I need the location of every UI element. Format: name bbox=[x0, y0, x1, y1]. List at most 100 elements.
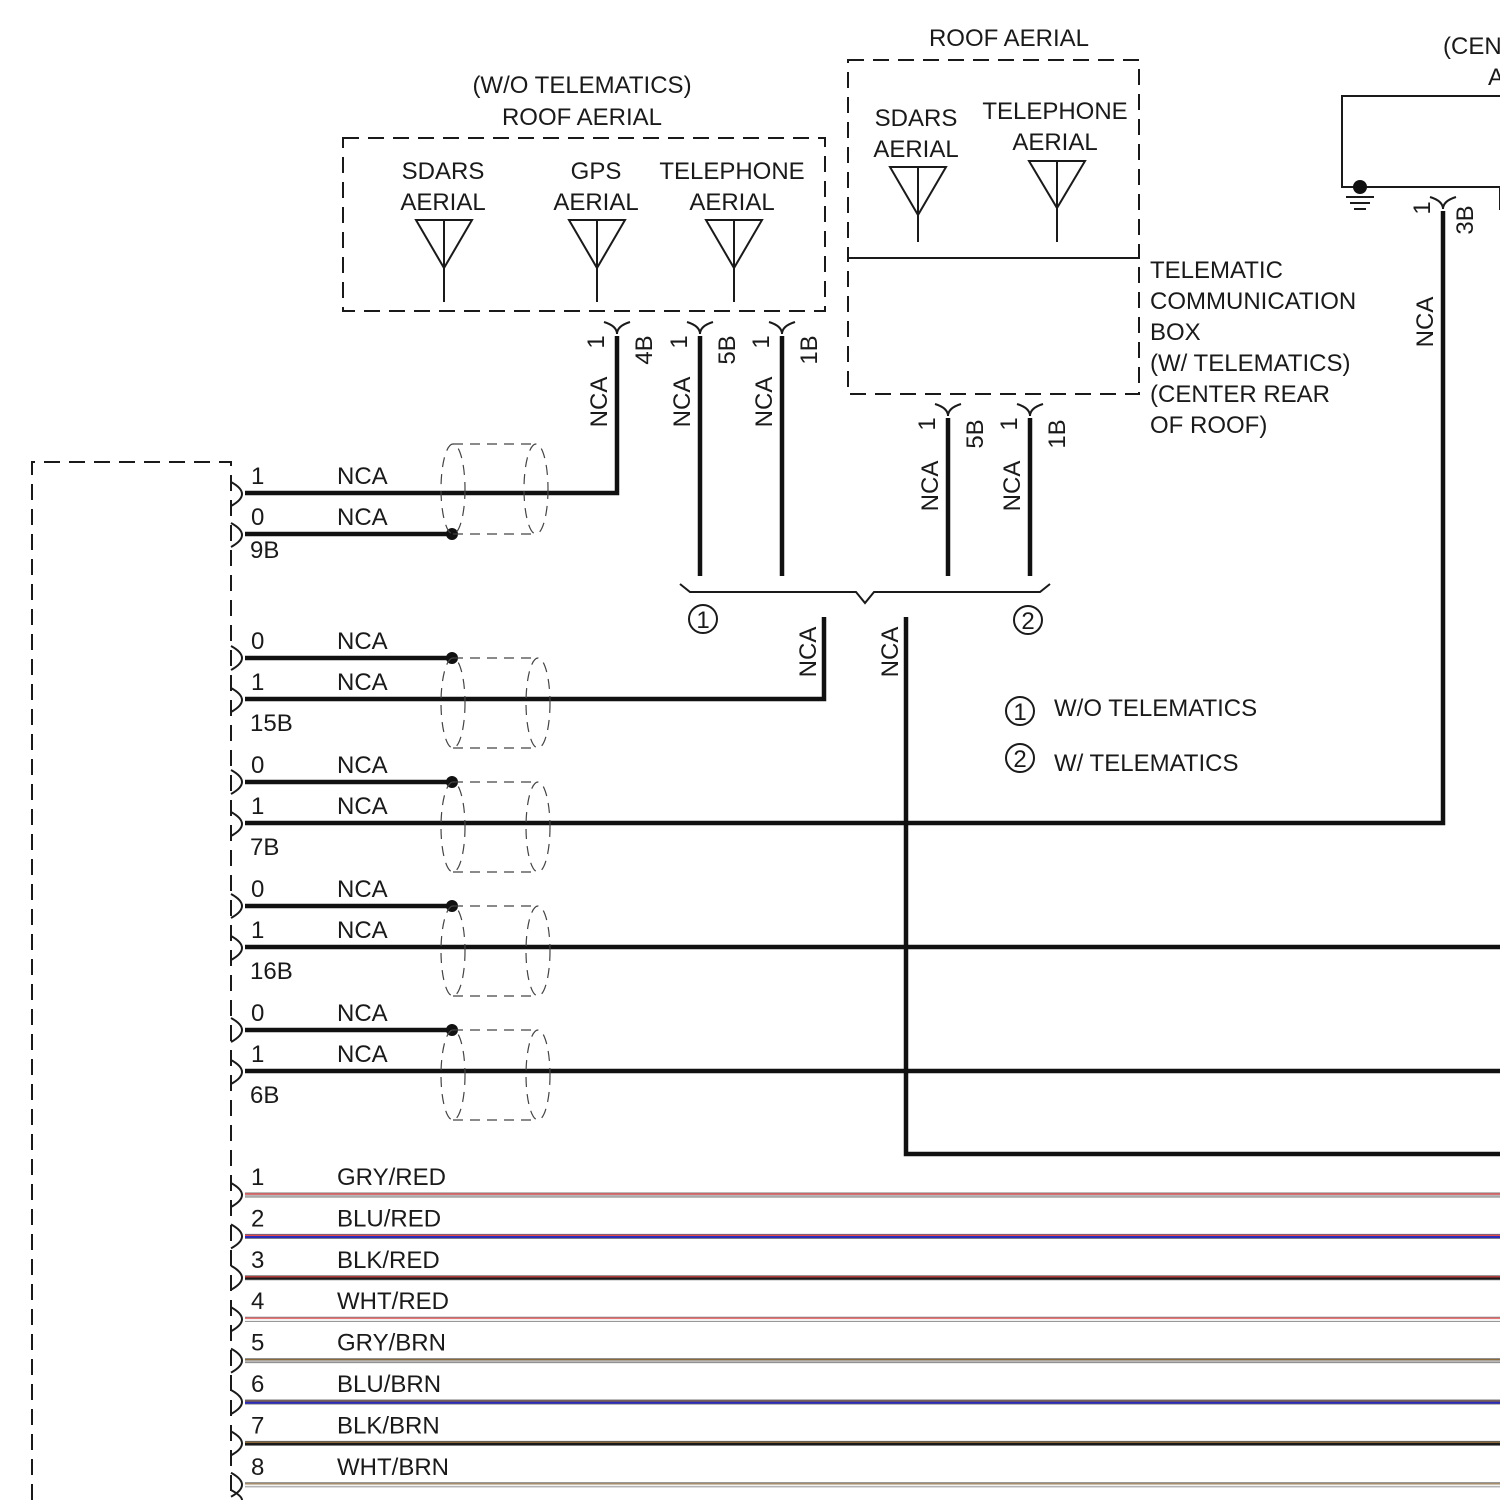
wire-label: NCA bbox=[337, 628, 388, 655]
wire-label: NCA bbox=[337, 1041, 388, 1068]
connector-15b: 0 NCA 1 NCA 15B bbox=[231, 628, 550, 748]
color-wire-label: BLK/RED bbox=[337, 1247, 440, 1274]
cut-right-label-1: (CEN bbox=[1443, 33, 1500, 60]
telephone-antenna-icon-2 bbox=[1029, 161, 1085, 242]
top-conn-1b-2: 1B bbox=[1044, 419, 1071, 448]
connector-16b: 0 NCA 1 NCA 16B bbox=[231, 876, 1500, 996]
legend-2-text: W/ TELEMATICS bbox=[1054, 750, 1238, 777]
top-pin-4b: 1 bbox=[583, 335, 610, 348]
color-wire-label: BLU/BRN bbox=[337, 1371, 441, 1398]
ground-point bbox=[1353, 180, 1367, 194]
cut-right-box bbox=[1342, 96, 1500, 187]
color-wire-row: 3 BLK/RED bbox=[231, 1247, 1500, 1290]
telematic-box-line-6: OF ROOF) bbox=[1150, 412, 1267, 439]
pin-label: 1 bbox=[251, 917, 264, 944]
left-module-outline bbox=[32, 462, 231, 1500]
top-wire-3b: NCA bbox=[1412, 297, 1439, 348]
top-pin-1b-2: 1 bbox=[996, 417, 1023, 430]
color-wire-pin: 1 bbox=[251, 1164, 264, 1191]
splice-option-2: 2 bbox=[1021, 608, 1034, 635]
wire-4b-to-9b bbox=[245, 336, 617, 493]
legend-1-text: W/O TELEMATICS bbox=[1054, 695, 1257, 722]
shield-icon bbox=[441, 1030, 550, 1120]
pin-hook-1b-1 bbox=[769, 322, 795, 334]
telephone-antenna-icon-1 bbox=[706, 220, 762, 302]
connector-id: 7B bbox=[250, 834, 279, 861]
color-wire-row: 8WHT/BRN bbox=[231, 1454, 1500, 1497]
pin-label: 0 bbox=[251, 628, 264, 655]
color-wire-pin: 7 bbox=[251, 1412, 264, 1439]
legend-1-num: 1 bbox=[1013, 699, 1026, 726]
telematic-box-line-4: (W/ TELEMATICS) bbox=[1150, 350, 1350, 377]
top-pin-3b: 1 bbox=[1409, 201, 1436, 214]
color-wire-pin: 6 bbox=[251, 1371, 264, 1398]
color-wire-pin: 4 bbox=[251, 1288, 264, 1315]
connector-6b: 0 NCA 1 NCA 6B bbox=[231, 1000, 1500, 1120]
connector-id: 6B bbox=[250, 1082, 279, 1109]
top-pin-1b-1: 1 bbox=[748, 335, 775, 348]
wire-label: NCA bbox=[337, 504, 388, 531]
wire-label: NCA bbox=[337, 752, 388, 779]
pin-label: 0 bbox=[251, 876, 264, 903]
top-wire-4b: NCA bbox=[586, 377, 613, 428]
splice-right-wire: NCA bbox=[877, 627, 904, 678]
color-wire-row: 5 GRY/BRN bbox=[231, 1330, 1500, 1373]
color-wire-pin: 5 bbox=[251, 1330, 264, 1357]
wo-telematics-title: (W/O TELEMATICS) bbox=[472, 72, 691, 99]
connector-id: 15B bbox=[250, 710, 293, 737]
pin-label: 0 bbox=[251, 1000, 264, 1027]
top-conn-5b-2: 5B bbox=[962, 419, 989, 448]
color-wire-label: GRY/BRN bbox=[337, 1330, 446, 1357]
color-wire-label: WHT/RED bbox=[337, 1288, 449, 1315]
wire-label: NCA bbox=[337, 669, 388, 696]
pin-hook-4b bbox=[604, 322, 630, 334]
color-wire-row: 4 WHT/RED bbox=[231, 1288, 1500, 1331]
pin-hook-5b-2 bbox=[935, 404, 961, 416]
roof-aerial-title-2: ROOF AERIAL bbox=[929, 25, 1089, 52]
color-wire-pin: 3 bbox=[251, 1247, 264, 1274]
top-conn-3b: 3B bbox=[1452, 205, 1479, 234]
wire-label: NCA bbox=[337, 793, 388, 820]
telephone-aerial-label-1a: TELEPHONE bbox=[659, 158, 804, 185]
top-conn-5b-1: 5B bbox=[714, 335, 741, 364]
connector-7b: 0 NCA 1 NCA 7B bbox=[231, 752, 550, 872]
ground-icon bbox=[1346, 197, 1374, 209]
telephone-aerial-label-2a: TELEPHONE bbox=[982, 98, 1127, 125]
shield-icon bbox=[441, 444, 548, 534]
connector-9b: 1 NCA 0 NCA 9B bbox=[231, 444, 548, 564]
wire-label: NCA bbox=[337, 1000, 388, 1027]
pin-label: 1 bbox=[251, 669, 264, 696]
gps-aerial-label-a: GPS bbox=[571, 158, 622, 185]
top-wire-1b-1: NCA bbox=[751, 377, 778, 428]
shield-icon bbox=[441, 782, 550, 872]
top-wire-1b-2: NCA bbox=[999, 461, 1026, 512]
pin-label: 1 bbox=[251, 793, 264, 820]
gps-antenna-icon bbox=[569, 220, 625, 302]
sdars-aerial-label-2b: AERIAL bbox=[873, 136, 958, 163]
roof-aerial-title-1: ROOF AERIAL bbox=[502, 104, 662, 131]
gps-aerial-label-b: AERIAL bbox=[553, 189, 638, 216]
color-wire-pin: 2 bbox=[251, 1205, 264, 1232]
splice-bracket bbox=[680, 584, 1050, 603]
sdars-aerial-label-1b: AERIAL bbox=[400, 189, 485, 216]
sdars-aerial-label-2a: SDARS bbox=[875, 105, 958, 132]
telematic-box-line-5: (CENTER REAR bbox=[1150, 381, 1330, 408]
telephone-aerial-label-2b: AERIAL bbox=[1012, 129, 1097, 156]
pin-hook-5b-1 bbox=[687, 322, 713, 334]
sdars-antenna-icon-2 bbox=[890, 167, 946, 242]
connector-id: 9B bbox=[250, 537, 279, 564]
color-wire-pin: 8 bbox=[251, 1454, 264, 1481]
pin-label: 1 bbox=[251, 463, 264, 490]
telephone-aerial-label-1b: AERIAL bbox=[689, 189, 774, 216]
splice-option-1: 1 bbox=[696, 607, 709, 634]
pin-label: 0 bbox=[251, 504, 264, 531]
top-pin-5b-2: 1 bbox=[914, 417, 941, 430]
top-pin-5b-1: 1 bbox=[666, 335, 693, 348]
pin-hook-1b-2 bbox=[1017, 404, 1043, 416]
telematic-box-line-2: COMMUNICATION bbox=[1150, 288, 1356, 315]
wire-label: NCA bbox=[337, 463, 388, 490]
